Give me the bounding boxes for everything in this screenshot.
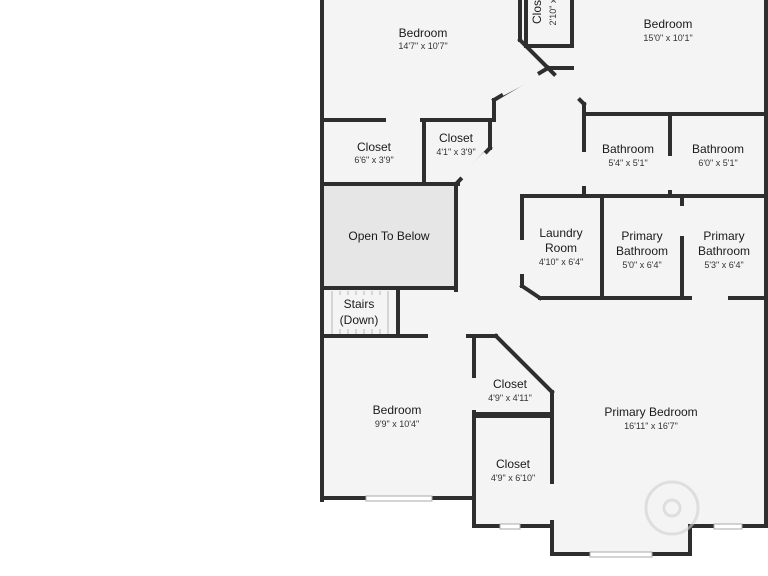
room-dimensions: 4'9" x 6'10" <box>491 473 535 483</box>
room-dimensions: 6'0" x 5'1" <box>698 158 737 168</box>
room-name: Closet <box>496 457 531 471</box>
room-primary-bath-b: Primary Bathroom 5'3" x 6'4" <box>698 229 750 270</box>
room-laundry: Laundry Room 4'10" x 6'4" <box>539 226 583 267</box>
room-name: Bedroom <box>644 17 693 31</box>
room-name-line2: Bathroom <box>698 244 750 258</box>
room-dimensions: 5'4" x 5'1" <box>608 158 647 168</box>
room-dimensions: 15'0" x 10'1" <box>643 33 692 43</box>
room-bedroom-bottom-left: Bedroom 9'9" x 10'4" <box>373 403 422 429</box>
room-closet-c: Closet 4'9" x 4'11" <box>488 377 532 403</box>
room-name-line2: Bathroom <box>616 244 668 258</box>
room-name: Open To Below <box>348 229 429 243</box>
open-to-below-area <box>324 186 456 288</box>
room-bathroom-b: Bathroom 6'0" x 5'1" <box>692 142 744 168</box>
room-closet-top: Clos 2'10" x <box>530 0 558 25</box>
windows <box>365 495 743 558</box>
room-dimensions: 16'11" x 16'7" <box>624 421 678 431</box>
room-closet-d: Closet 4'9" x 6'10" <box>491 457 535 483</box>
watermark-logo <box>644 480 700 536</box>
room-name: Primary Bedroom <box>604 405 697 419</box>
room-name: Closet <box>357 140 392 154</box>
room-name: Bathroom <box>692 142 744 156</box>
room-name: Closet <box>439 131 474 145</box>
room-dimensions: 6'6" x 3'9" <box>354 155 393 165</box>
room-name-line1: Primary <box>703 229 744 243</box>
door-openings <box>386 71 728 520</box>
room-dimensions: 4'1" x 3'9" <box>436 147 475 157</box>
room-bathroom-a: Bathroom 5'4" x 5'1" <box>602 142 654 168</box>
room-dimensions: 2'10" x <box>548 0 558 25</box>
room-name: Bedroom <box>399 26 448 40</box>
room-name-line1: Laundry <box>539 226 582 240</box>
room-bedroom-top-left: Bedroom 14'7" x 10'7" <box>398 26 447 51</box>
room-bedroom-top-right: Bedroom 15'0" x 10'1" <box>643 17 692 43</box>
room-name-line2: (Down) <box>340 313 379 327</box>
room-dimensions: 5'3" x 6'4" <box>704 260 743 270</box>
room-primary-bedroom: Primary Bedroom 16'11" x 16'7" <box>604 405 697 431</box>
room-name-line1: Stairs <box>344 297 375 311</box>
room-name-line2: Room <box>545 241 577 255</box>
room-open-to-below: Open To Below <box>348 229 429 243</box>
room-dimensions: 9'9" x 10'4" <box>375 419 419 429</box>
room-stairs: Stairs (Down) <box>336 295 382 329</box>
room-dimensions: 4'10" x 6'4" <box>539 257 583 267</box>
room-name: Closet <box>493 377 528 391</box>
room-dimensions: 5'0" x 6'4" <box>622 260 661 270</box>
room-closet-a: Closet 6'6" x 3'9" <box>354 140 393 165</box>
room-dimensions: 4'9" x 4'11" <box>488 393 532 403</box>
room-dimensions: 14'7" x 10'7" <box>398 41 447 51</box>
room-name: Bathroom <box>602 142 654 156</box>
room-primary-bath-a: Primary Bathroom 5'0" x 6'4" <box>616 229 668 270</box>
room-name-line1: Primary <box>621 229 662 243</box>
room-name: Bedroom <box>373 403 422 417</box>
room-closet-b: Closet 4'1" x 3'9" <box>436 131 475 157</box>
room-name: Clos <box>530 0 544 24</box>
